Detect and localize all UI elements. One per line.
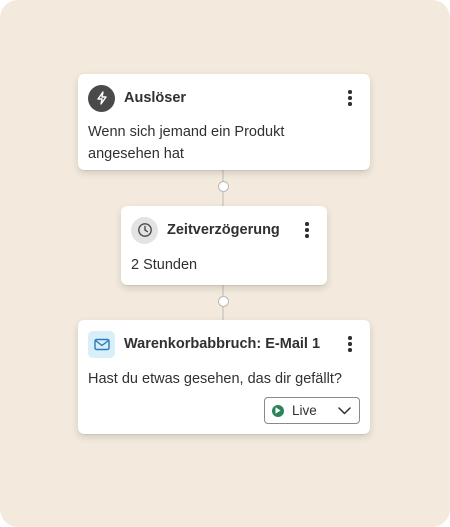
chevron-down-icon (338, 406, 351, 415)
status-select[interactable]: Live (264, 397, 360, 424)
status-label: Live (292, 403, 317, 418)
play-icon (272, 404, 284, 417)
email-title: Warenkorbabbruch: E-Mail 1 (124, 336, 321, 352)
card-header: Warenkorbabbruch: E-Mail 1 (88, 330, 358, 358)
more-actions-icon[interactable] (342, 87, 358, 109)
delay-title: Zeitverzögerung (167, 222, 280, 238)
trigger-title: Auslöser (124, 90, 187, 106)
connector-node[interactable] (217, 296, 229, 307)
connector-node[interactable] (217, 181, 229, 192)
delay-card[interactable]: Zeitverzögerung 2 Stunden (121, 206, 327, 285)
email-card[interactable]: Warenkorbabbruch: E-Mail 1 Hast du etwas… (78, 320, 370, 434)
card-header: Auslöser (88, 84, 358, 112)
card-header: Zeitverzögerung (131, 216, 315, 244)
email-subject: Hast du etwas gesehen, das dir gefällt? (88, 371, 342, 387)
more-actions-icon[interactable] (342, 333, 358, 355)
more-actions-icon[interactable] (299, 219, 315, 241)
mail-icon (88, 330, 115, 358)
trigger-description: Wenn sich jemand ein Produkt angesehen h… (88, 124, 285, 162)
delay-value: 2 Stunden (131, 257, 198, 273)
lightning-bolt-icon (88, 84, 115, 112)
trigger-card[interactable]: Auslöser Wenn sich jemand ein Produkt an… (78, 74, 370, 170)
clock-icon (131, 216, 158, 244)
